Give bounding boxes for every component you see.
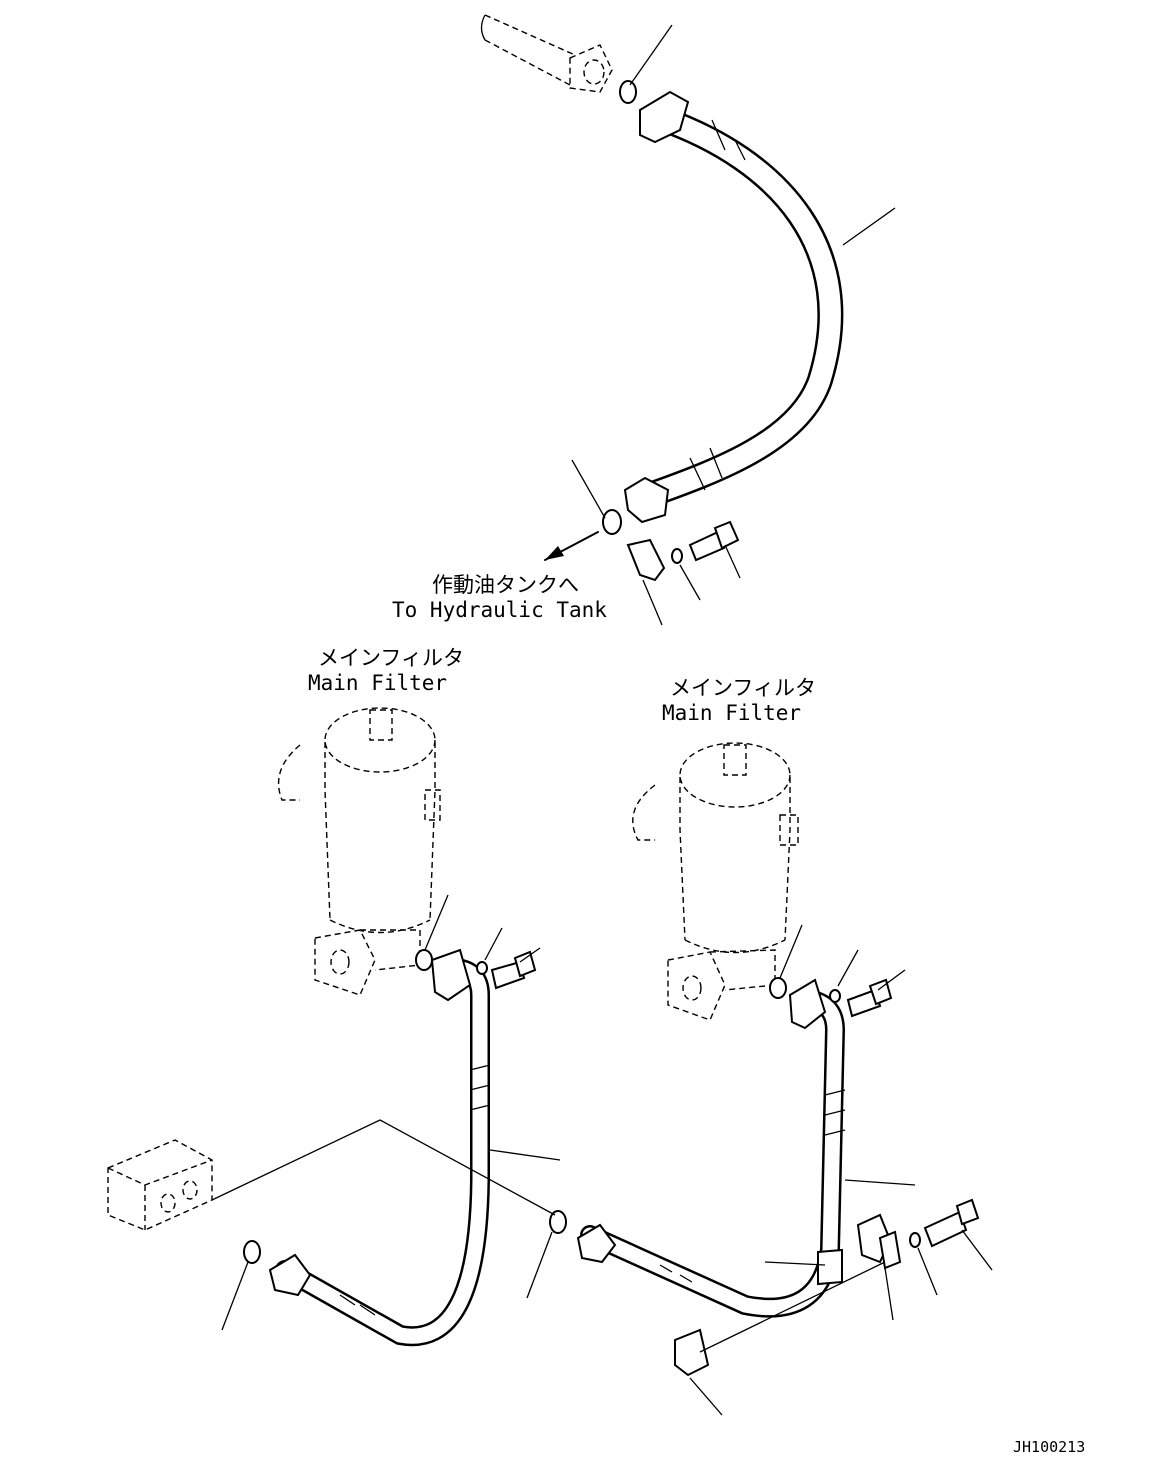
- large-hose: [623, 90, 844, 524]
- right-hose: [576, 978, 846, 1318]
- washer-right: [829, 989, 841, 1003]
- bolt-clamp-right: [923, 1198, 980, 1248]
- valve-block: [107, 1139, 213, 1231]
- o-ring-top: [619, 80, 637, 104]
- to-tank-label-jp: 作動油タンクへ: [432, 573, 579, 597]
- leader-lines-right: [689, 924, 993, 1416]
- left-filter-label-en: Main Filter: [308, 671, 447, 695]
- o-ring-left-hose-end: [549, 1210, 567, 1234]
- bolt-top: [688, 520, 740, 562]
- right-filter-label-en: Main Filter: [662, 701, 801, 725]
- split-flange-top: [626, 538, 666, 582]
- leader-lines-top: [571, 24, 896, 626]
- clamp-right: [856, 1213, 902, 1270]
- right-filter-label-jp: メインフィルタ: [670, 676, 816, 700]
- tank-pipe-stub: [480, 14, 613, 93]
- right-main-filter: [632, 742, 799, 1021]
- o-ring-left-filter: [415, 949, 433, 971]
- washer-clamp-right: [909, 1232, 921, 1248]
- left-filter-label-jp: メインフィルタ: [318, 646, 464, 670]
- o-ring-mid: [602, 509, 622, 535]
- o-ring-block: [243, 1240, 261, 1264]
- bolt-right: [846, 978, 893, 1018]
- drawing-number: JH100213: [1013, 1438, 1085, 1456]
- washer-top: [671, 548, 683, 564]
- bolt-left: [490, 950, 537, 990]
- leader-lines-left: [211, 894, 561, 1331]
- left-main-filter: [277, 707, 441, 996]
- to-tank-label-en: To Hydraulic Tank: [392, 598, 607, 622]
- washer-left: [476, 961, 488, 975]
- o-ring-right-filter: [769, 977, 787, 999]
- arrow-to-tank: [544, 531, 599, 561]
- left-hose: [268, 948, 491, 1347]
- bracket-bottom: [674, 1328, 710, 1377]
